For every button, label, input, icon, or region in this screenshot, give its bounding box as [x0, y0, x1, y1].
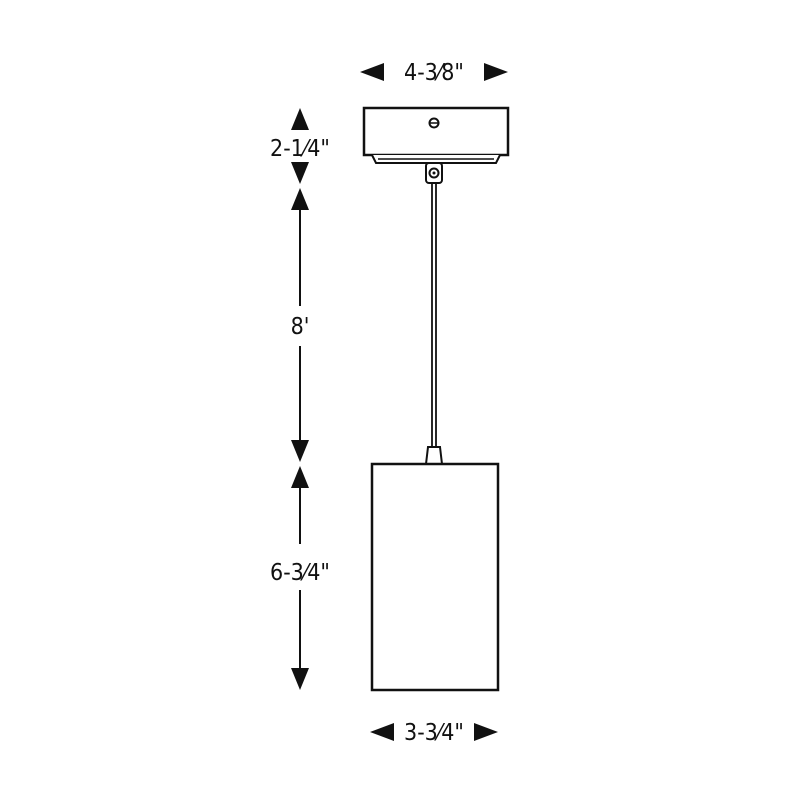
arrow-down-icon — [291, 162, 309, 184]
canopy-height-dimension: 2-1⁄4" — [270, 108, 330, 184]
arrow-left-icon — [360, 63, 384, 81]
strain-relief — [424, 446, 444, 465]
arrow-up-icon — [291, 188, 309, 210]
canopy — [362, 106, 510, 184]
canopy-width-label: 4-3⁄8" — [404, 60, 464, 86]
arrow-down-icon — [291, 440, 309, 462]
arrow-up-icon — [291, 466, 309, 488]
suspension-cord — [431, 183, 437, 447]
cylinder-shade — [370, 462, 500, 692]
cord-length-label: 8' — [291, 314, 310, 340]
shade-height-label: 6-3⁄4" — [270, 560, 330, 586]
canopy-height-label: 2-1⁄4" — [270, 136, 330, 162]
gripper-screw-center — [432, 171, 436, 175]
arrow-down-icon — [291, 668, 309, 690]
arrow-up-icon — [291, 108, 309, 130]
canopy-width-dimension: 4-3⁄8" — [360, 60, 508, 86]
shade-width-label: 3-3⁄4" — [404, 720, 464, 746]
arrow-right-icon — [474, 723, 498, 741]
shade-width-dimension: 3-3⁄4" — [370, 720, 498, 746]
canopy-body — [362, 106, 510, 157]
shade-height-dimension: 6-3⁄4" — [270, 466, 330, 690]
arrow-left-icon — [370, 723, 394, 741]
arrow-right-icon — [484, 63, 508, 81]
cord-length-dimension: 8' — [291, 188, 310, 462]
